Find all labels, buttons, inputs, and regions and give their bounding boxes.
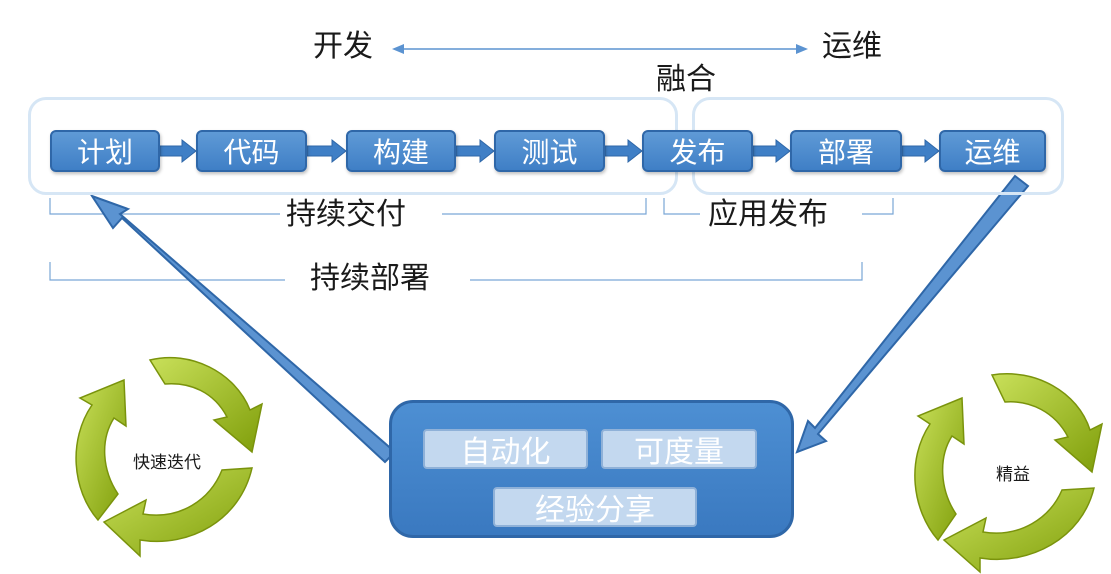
hub-chip-knowledge-sharing: 经验分享 xyxy=(493,487,697,528)
stage-test: 测试 xyxy=(494,130,605,172)
left-cycle-label: 快速迭代 xyxy=(133,453,201,473)
cycle-arrows-left xyxy=(75,356,264,558)
hub-chip-measurable: 可度量 xyxy=(601,429,757,470)
right-cycle-label: 精益 xyxy=(996,465,1030,485)
stage-build: 构建 xyxy=(346,130,456,172)
ops-label: 运维 xyxy=(822,29,882,64)
stage-plan: 计划 xyxy=(50,130,160,172)
stage-deploy: 部署 xyxy=(790,130,902,172)
bracket-lines xyxy=(49,198,894,281)
stage-code: 代码 xyxy=(196,130,307,172)
stage-operate: 运维 xyxy=(939,130,1046,172)
pipeline-connectors xyxy=(159,138,940,164)
continuous-deployment-label: 持续部署 xyxy=(310,261,430,296)
dev-label: 开发 xyxy=(313,29,373,64)
practice-hub: 自动化 可度量 经验分享 xyxy=(389,400,794,538)
feedback-arrow-left xyxy=(89,194,397,464)
merge-label: 融合 xyxy=(656,62,716,97)
app-release-label: 应用发布 xyxy=(708,197,828,232)
dev-ops-double-arrow xyxy=(392,44,808,54)
cycle-arrows-right xyxy=(914,373,1104,574)
continuous-delivery-label: 持续交付 xyxy=(286,197,406,232)
hub-chip-automation: 自动化 xyxy=(423,429,588,470)
stage-release: 发布 xyxy=(642,130,753,172)
feedback-arrow-right xyxy=(795,174,1030,454)
